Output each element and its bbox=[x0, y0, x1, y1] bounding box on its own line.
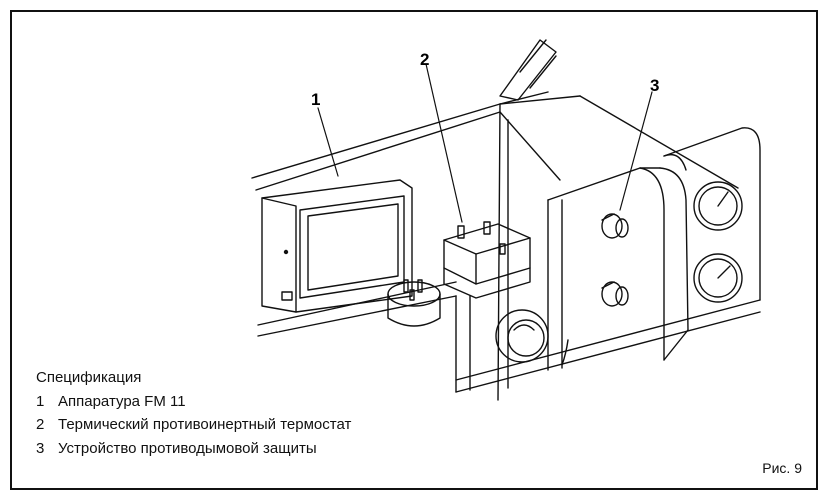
legend-item-number: 1 bbox=[36, 392, 45, 410]
leader-lines bbox=[317, 63, 653, 223]
legend-item-number: 2 bbox=[36, 416, 45, 433]
figure-label: Рис. 9 bbox=[762, 460, 802, 476]
connector-plug bbox=[387, 279, 441, 327]
figure-frame bbox=[10, 10, 818, 490]
control-unit-fm11 bbox=[261, 179, 413, 313]
callout-3: 3 bbox=[650, 76, 660, 95]
panel-body bbox=[251, 91, 761, 401]
legend-item-number: 3 bbox=[36, 439, 45, 457]
legend-item-text: Термический противоинертный термостат bbox=[58, 416, 352, 433]
legend-item: 1 Аппаратура FM 11 bbox=[36, 390, 351, 414]
top-bracket bbox=[499, 39, 557, 101]
knob bbox=[495, 309, 549, 363]
legend-item-text: Аппаратура FM 11 bbox=[58, 392, 186, 410]
legend-title: Спецификация bbox=[36, 369, 142, 386]
specification-legend: Спецификация 1 Аппаратура FM 11 2 Термичес… bbox=[36, 366, 351, 460]
gauge-panel bbox=[663, 127, 761, 303]
legend-item: 2 Термический противоинертный термостат bbox=[36, 413, 351, 437]
smoke-protection-device bbox=[601, 213, 629, 307]
thermostat bbox=[443, 221, 531, 299]
callout-2: 2 bbox=[420, 50, 430, 69]
callout-1: 1 bbox=[311, 90, 321, 109]
legend-item: 3 Устройство противодымовой защиты bbox=[36, 437, 351, 461]
legend-item-text: Устройство противодымовой защиты bbox=[58, 439, 317, 457]
